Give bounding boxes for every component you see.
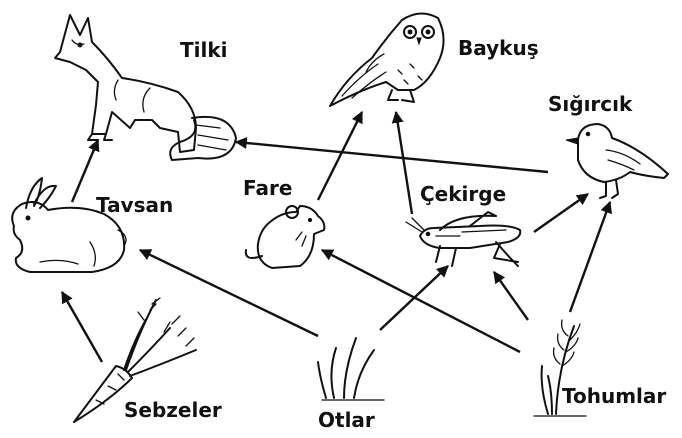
carrot-icon xyxy=(73,297,197,423)
label-fare: Fare xyxy=(243,176,293,200)
starling-icon xyxy=(565,123,669,199)
label-tilki: Tilki xyxy=(180,38,228,62)
fox-icon xyxy=(54,14,237,161)
label-baykus: Baykuş xyxy=(458,36,539,60)
arrow-cekirge-sigircik xyxy=(533,193,589,233)
wheat-icon xyxy=(533,319,587,417)
arrow-tohumlar-sigircik xyxy=(568,200,612,313)
label-tavsan: Tavsan xyxy=(96,193,174,217)
arrow-sigircik-tilki xyxy=(234,137,549,174)
food-web-arrows xyxy=(60,110,612,363)
label-cekirge: Çekirge xyxy=(420,182,507,206)
owl-icon xyxy=(329,12,445,107)
label-tohumlar: Tohumlar xyxy=(562,384,667,408)
grass-icon xyxy=(317,337,385,401)
arrow-fare-baykus xyxy=(316,110,364,201)
arrow-otlar-tavsan xyxy=(138,248,319,338)
label-sigircik: Sığırcık xyxy=(548,92,633,116)
rabbit-icon xyxy=(11,177,127,273)
mouse-icon xyxy=(244,205,326,269)
arrow-tohumlar-cekirge xyxy=(493,271,529,321)
label-otlar: Otlar xyxy=(318,408,375,432)
arrow-cekirge-baykus xyxy=(391,110,414,215)
label-sebzeler: Sebzeler xyxy=(124,398,222,422)
arrow-sebzeler-tavsan xyxy=(60,290,104,363)
arrow-tohumlar-fare xyxy=(320,248,521,354)
arrow-tavsan-tilki xyxy=(70,138,100,203)
grasshopper-icon xyxy=(405,211,522,267)
